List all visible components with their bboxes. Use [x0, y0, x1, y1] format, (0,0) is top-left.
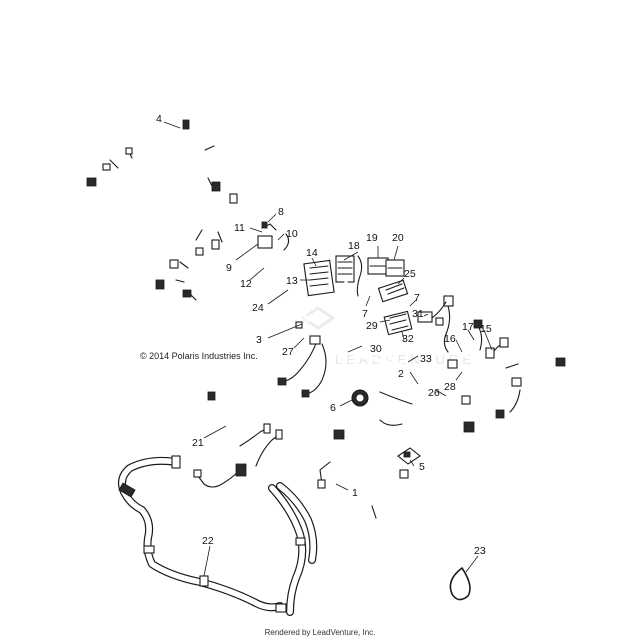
harness-part-21 — [193, 391, 283, 488]
callout-10: 10 — [286, 228, 298, 240]
callout-19: 19 — [366, 232, 378, 244]
callout-7b: 7 — [414, 292, 420, 304]
callout-13: 13 — [286, 275, 298, 287]
callout-32: 32 — [402, 333, 414, 345]
callout-15: 15 — [480, 323, 492, 335]
fuse-box-part-25 — [377, 279, 409, 303]
callout-27: 27 — [282, 346, 294, 358]
callout-18: 18 — [348, 240, 360, 252]
copyright-notice: © 2014 Polaris Industries Inc. — [140, 351, 258, 361]
callout-9: 9 — [226, 262, 232, 274]
callout-3: 3 — [256, 334, 262, 346]
callout-1: 1 — [352, 487, 358, 499]
callout-4: 4 — [156, 113, 162, 125]
callout-labels: 4 8 11 10 9 12 14 13 24 3 27 18 19 20 25… — [156, 113, 492, 557]
callout-31: 31 — [412, 308, 424, 320]
cap-part-5 — [397, 447, 421, 465]
callout-33: 33 — [420, 353, 432, 365]
callout-25: 25 — [404, 268, 416, 280]
battery-cable-part-22 — [118, 455, 318, 616]
harness-part-3-left-branch — [155, 198, 242, 301]
relay-part-19-20 — [367, 257, 405, 277]
harness-part-4 — [86, 119, 238, 204]
ecu-part-13 — [303, 259, 335, 297]
callout-28: 28 — [444, 381, 456, 393]
callout-11: 11 — [234, 222, 245, 234]
leader-lines — [163, 121, 493, 577]
harness-part-1 — [317, 429, 409, 519]
tie-part-23 — [449, 567, 471, 601]
callout-7a: 7 — [362, 308, 368, 320]
callout-12: 12 — [240, 278, 252, 290]
callout-8: 8 — [278, 206, 284, 218]
callout-6: 6 — [330, 402, 336, 414]
callout-17: 17 — [462, 321, 474, 333]
callout-20: 20 — [392, 232, 404, 244]
callout-2: 2 — [398, 368, 404, 380]
callout-23: 23 — [474, 545, 486, 557]
callout-24: 24 — [252, 302, 264, 314]
render-credit: Rendered by LeadVenture, Inc. — [265, 628, 376, 637]
fuse-block-part-29 — [383, 301, 447, 336]
callout-14: 14 — [306, 247, 318, 259]
callout-29: 29 — [366, 320, 378, 332]
grommet-part-6 — [351, 389, 369, 407]
callout-22: 22 — [202, 535, 214, 547]
callout-5: 5 — [419, 461, 425, 473]
relay-part-9-12 — [257, 221, 290, 251]
callout-16: 16 — [444, 333, 456, 345]
harness-part-2 — [338, 295, 566, 436]
callout-26: 26 — [428, 387, 440, 399]
watermark-text: LEADVENTURE — [335, 352, 475, 367]
callout-21: 21 — [192, 437, 204, 449]
callout-30: 30 — [370, 343, 382, 355]
watermark-logo: LEADVENTURE — [300, 306, 475, 367]
connector-part-18 — [335, 255, 364, 346]
